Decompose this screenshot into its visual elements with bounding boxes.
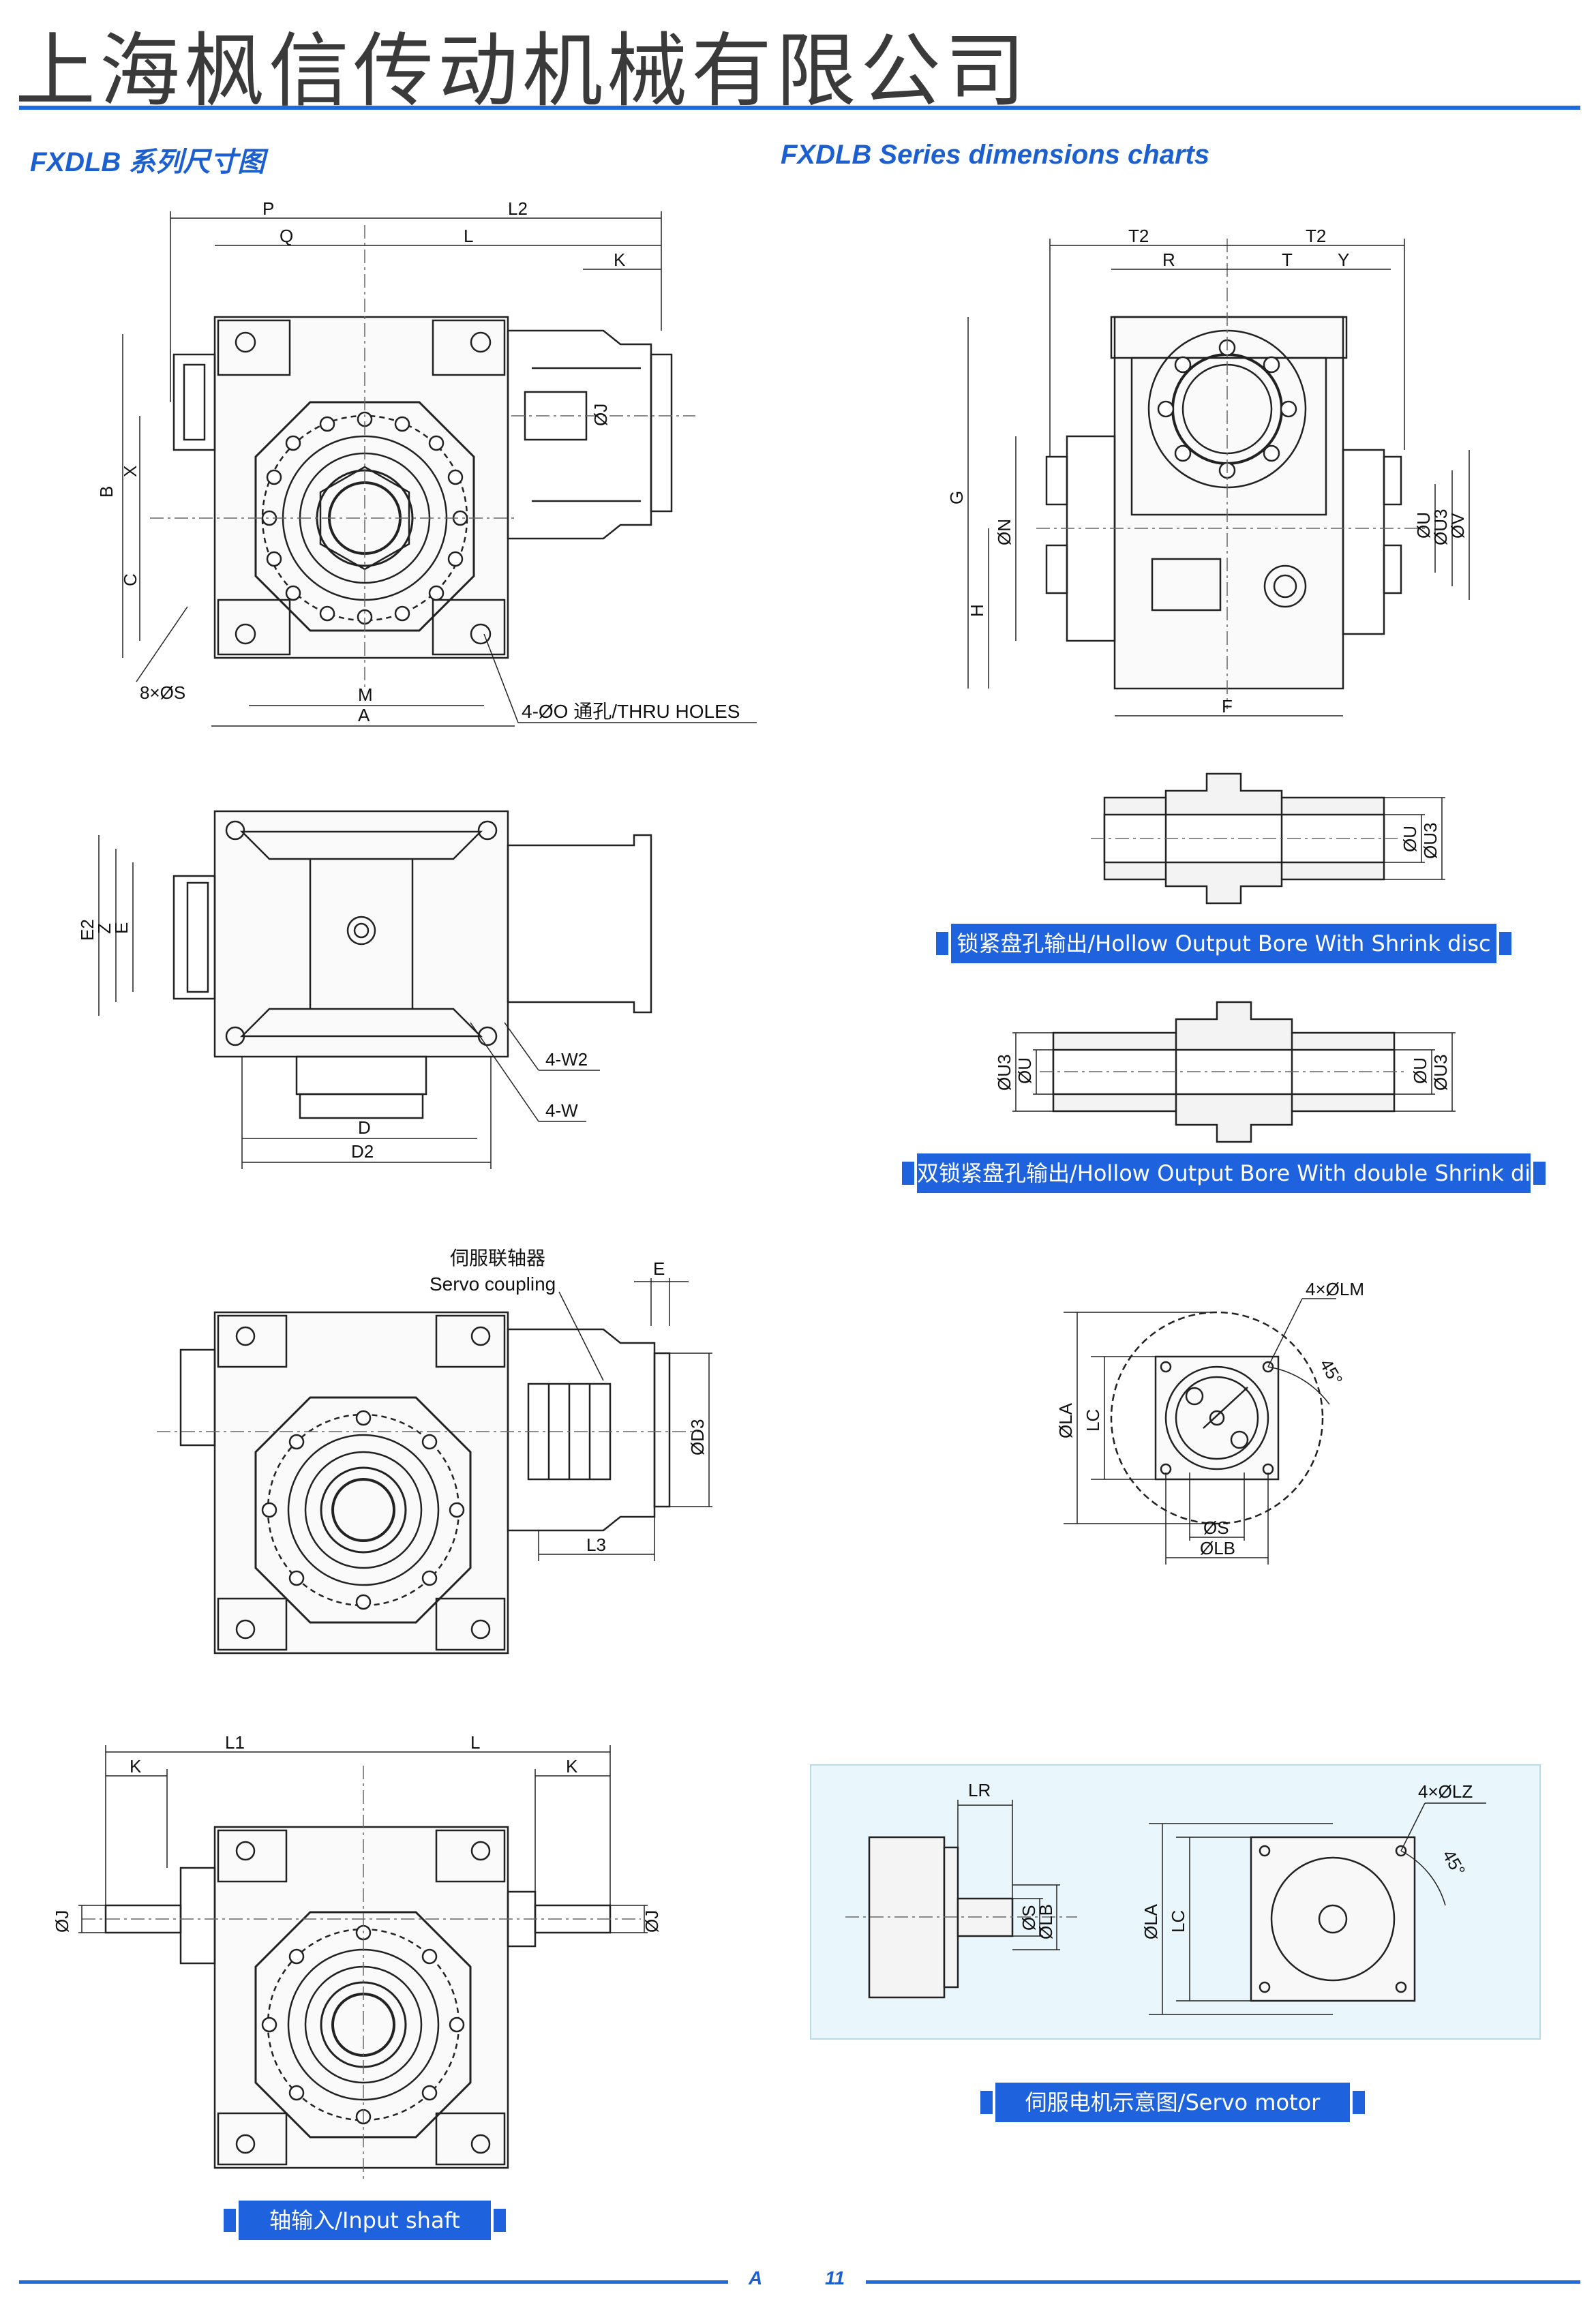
- dim-OU-right: ØU: [1410, 1057, 1430, 1084]
- front-view-drawing: P L2 Q L K ØJ B X C 8×ØS M A 4-ØO 通孔/THR…: [96, 198, 757, 727]
- section-title-en: FXDLB Series dimensions charts: [781, 140, 1210, 170]
- banner-servo-motor: 伺服电机示意图/Servo motor: [980, 2083, 1365, 2122]
- dim-OU3-left: ØU3: [994, 1055, 1014, 1091]
- dim-OS: ØS: [1203, 1517, 1229, 1538]
- dim-F: F: [1222, 696, 1233, 716]
- dim-OJ-left: ØJ: [52, 1910, 72, 1933]
- dim-OLA: ØLA: [1055, 1402, 1076, 1438]
- dim-OLB: ØLB: [1200, 1538, 1235, 1558]
- dim-K-left: K: [130, 1756, 142, 1777]
- dim-X: X: [120, 466, 140, 477]
- dim-8xS: 8×ØS: [140, 682, 185, 703]
- banner-double-shrink-disc: 双锁紧盘孔输出/Hollow Output Bore With double S…: [902, 1153, 1554, 1193]
- dim-OU3: ØU3: [1420, 823, 1441, 859]
- label-servo-coupling-cn: 伺服联轴器: [450, 1248, 545, 1269]
- dim-L: L: [470, 1732, 480, 1753]
- dim-4-W: 4-W: [545, 1100, 578, 1121]
- dim-OU: ØU: [1413, 512, 1434, 539]
- dim-P: P: [262, 198, 274, 219]
- dim-LR: LR: [968, 1780, 991, 1800]
- shrink-disc-drawing: ØU ØU3: [1091, 772, 1445, 905]
- dim-R: R: [1162, 250, 1175, 270]
- dim-B: B: [96, 486, 117, 498]
- dim-OU3-right: ØU3: [1430, 1055, 1451, 1091]
- dim-L3: L3: [586, 1535, 606, 1555]
- dim-ON: ØN: [994, 519, 1014, 545]
- dim-OLA-motor: ØLA: [1141, 1903, 1161, 1939]
- input-shaft-drawing: L1 L K K ØJ ØJ: [52, 1732, 662, 2181]
- dim-E: E: [653, 1258, 665, 1279]
- dim-OD3: ØD3: [687, 1419, 708, 1455]
- dim-4xOLM: 4×ØLM: [1306, 1279, 1364, 1299]
- dim-Z: Z: [94, 923, 115, 934]
- dim-LC: LC: [1083, 1409, 1103, 1432]
- flange-view-drawing: 4×ØLM 45° ØLA LC ØS ØLB: [1055, 1279, 1364, 1565]
- dim-K-right: K: [566, 1756, 578, 1777]
- dim-T: T: [1282, 250, 1293, 270]
- dim-A: A: [358, 705, 370, 725]
- servo-coupling-drawing: 伺服联轴器 Servo coupling E ØD3 L3: [157, 1248, 712, 1655]
- dim-M: M: [358, 684, 373, 705]
- footer-page-number: 11: [825, 2267, 845, 2289]
- footer-section: A: [749, 2267, 763, 2289]
- footer-rule-left: [19, 2280, 728, 2284]
- dim-D: D: [358, 1117, 371, 1138]
- dim-LC-motor: LC: [1168, 1910, 1188, 1933]
- dim-T2-left: T2: [1128, 226, 1149, 246]
- dim-45deg: 45°: [1316, 1355, 1347, 1389]
- dim-4xOLZ: 4×ØLZ: [1418, 1781, 1473, 1802]
- company-name: 上海枫信传动机械有限公司: [15, 24, 1030, 118]
- dim-OU: ØU: [1400, 826, 1420, 852]
- dim-H: H: [967, 604, 987, 617]
- dim-OV: ØV: [1447, 513, 1468, 539]
- dim-G: G: [948, 491, 967, 504]
- dim-C: C: [120, 573, 140, 586]
- dim-Y: Y: [1338, 250, 1349, 270]
- dim-L: L: [464, 226, 473, 246]
- banner-shrink-disc: 锁紧盘孔输出/Hollow Output Bore With Shrink di…: [936, 924, 1511, 963]
- label-servo-coupling-en: Servo coupling: [430, 1273, 556, 1295]
- dim-L1: L1: [225, 1732, 245, 1753]
- dim-45deg-motor: 45°: [1439, 1846, 1470, 1879]
- dim-OLB-motor: ØLB: [1036, 1904, 1056, 1939]
- dim-Q: Q: [280, 226, 293, 246]
- dim-OS-motor: ØS: [1019, 1905, 1039, 1931]
- header-rule: [19, 106, 1580, 110]
- dim-OJ: ØJ: [590, 404, 611, 426]
- double-shrink-disc-drawing: ØU3 ØU ØU ØU3: [994, 1001, 1456, 1143]
- dim-L2: L2: [508, 198, 528, 219]
- dim-4-W2: 4-W2: [545, 1049, 588, 1070]
- dim-OJ-right: ØJ: [642, 1910, 662, 1933]
- side-view-drawing: T2 T2 R T Y G ØN H ØU ØU3 ØV F: [948, 226, 1470, 716]
- servo-motor-drawing: LR 4×ØLZ 45° ØS ØLB ØLA LC: [845, 1780, 1486, 2015]
- dim-OU-left: ØU: [1014, 1057, 1035, 1084]
- dim-OU3: ØU3: [1430, 509, 1451, 545]
- banner-input-shaft: 轴输入/Input shaft: [224, 2201, 506, 2240]
- dim-T2-right: T2: [1306, 226, 1326, 246]
- note-thru-holes: 4-ØO 通孔/THRU HOLES: [522, 701, 740, 722]
- dim-E: E: [111, 922, 132, 934]
- dim-K: K: [614, 250, 626, 270]
- footer-rule-right: [866, 2280, 1580, 2284]
- section-title-cn: FXDLB 系列尺寸图: [30, 147, 265, 177]
- bottom-view-drawing: E2 Z E 4-W2 4-W D D2: [77, 810, 652, 1169]
- dim-E2: E2: [77, 919, 97, 941]
- dim-D2: D2: [351, 1141, 374, 1162]
